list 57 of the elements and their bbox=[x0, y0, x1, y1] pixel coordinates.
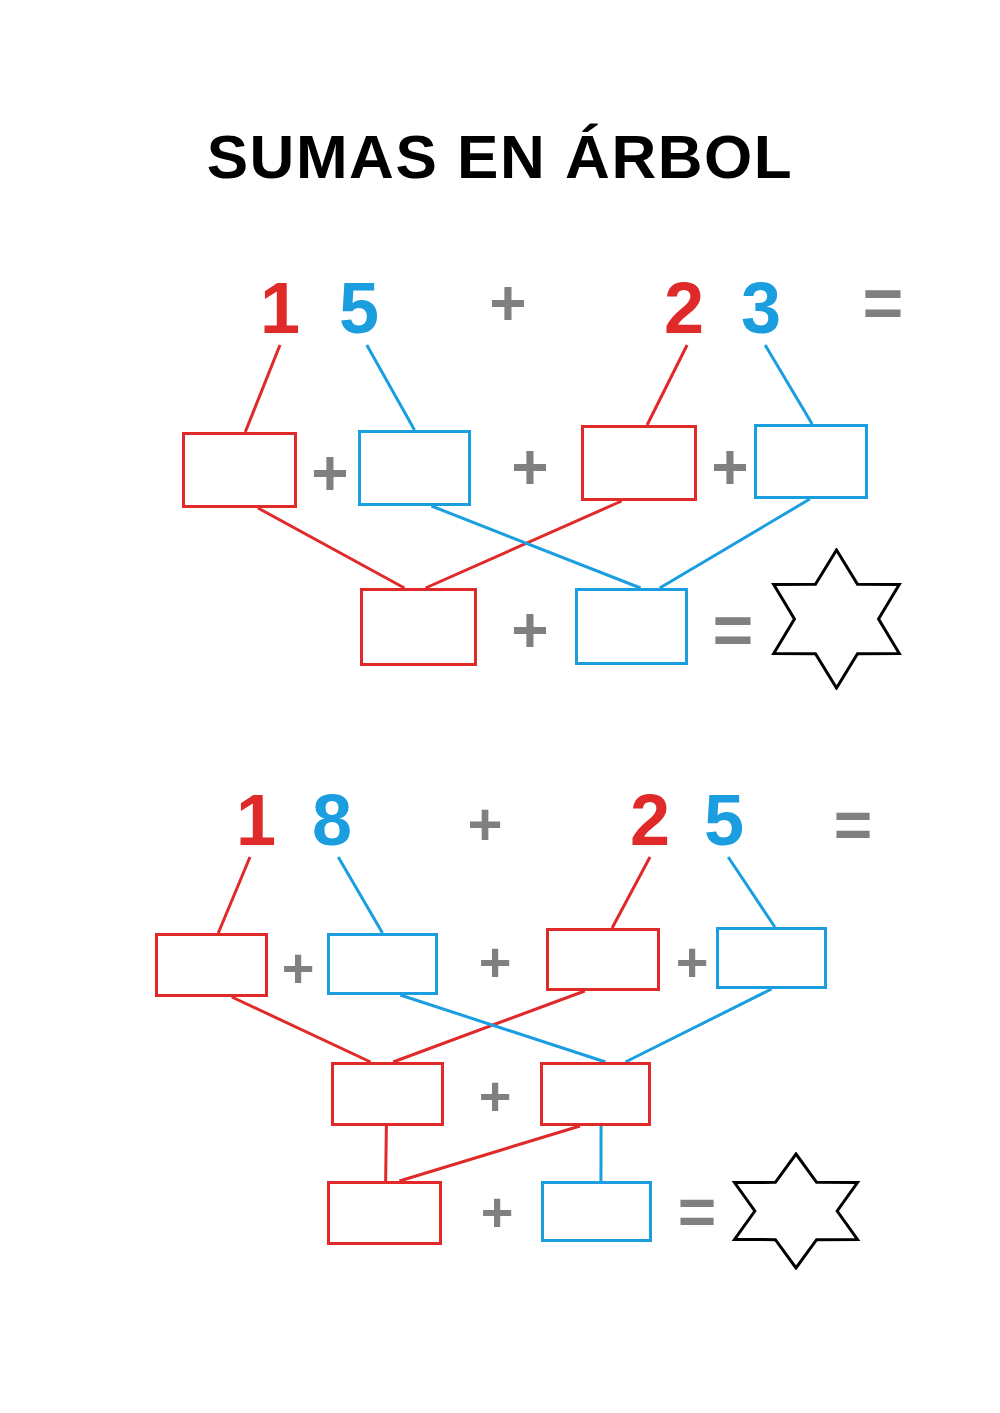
connector-line bbox=[430, 504, 642, 590]
math-sign: + bbox=[510, 435, 550, 499]
math-sign: + bbox=[477, 934, 513, 990]
connector-line bbox=[645, 344, 689, 426]
answer-box bbox=[581, 425, 697, 501]
connector-line bbox=[257, 506, 406, 590]
math-sign: + bbox=[488, 271, 528, 335]
title: SUMAS EN ÁRBOL bbox=[205, 122, 795, 192]
connector-line bbox=[384, 1125, 388, 1182]
connector-line bbox=[231, 995, 372, 1064]
math-sign: = bbox=[711, 595, 755, 665]
math-sign: + bbox=[479, 1184, 515, 1240]
connector-line bbox=[392, 989, 586, 1064]
answer-box bbox=[541, 1181, 652, 1242]
digit: 2 bbox=[624, 782, 676, 857]
connector-line bbox=[610, 856, 652, 929]
digit: 8 bbox=[306, 782, 358, 857]
connector-line bbox=[365, 344, 416, 431]
answer-box bbox=[331, 1062, 444, 1126]
digit: 1 bbox=[255, 270, 305, 345]
connector-line bbox=[399, 993, 606, 1064]
digit: 1 bbox=[231, 782, 281, 857]
answer-box bbox=[327, 933, 438, 995]
connector-line bbox=[599, 1126, 603, 1181]
answer-box bbox=[327, 1181, 442, 1245]
math-sign: + bbox=[477, 1068, 513, 1124]
digit: 2 bbox=[658, 270, 710, 345]
connector-line bbox=[726, 856, 777, 928]
connector-line bbox=[763, 344, 814, 425]
digit: 3 bbox=[735, 270, 787, 345]
math-sign: + bbox=[674, 934, 710, 990]
connector-line bbox=[659, 497, 811, 590]
digit: 5 bbox=[698, 782, 750, 857]
math-sign: + bbox=[280, 940, 316, 996]
answer-box bbox=[575, 588, 688, 665]
digit: 5 bbox=[333, 270, 385, 345]
math-sign: + bbox=[466, 795, 504, 855]
math-sign: + bbox=[510, 598, 550, 662]
connector-line bbox=[336, 856, 384, 934]
answer-box bbox=[540, 1062, 651, 1126]
answer-box bbox=[716, 927, 827, 989]
connector-line bbox=[243, 344, 282, 433]
answer-box bbox=[360, 588, 477, 666]
connector-line bbox=[624, 987, 773, 1064]
connector-line bbox=[424, 499, 623, 590]
answer-box bbox=[182, 432, 297, 508]
connector-line bbox=[399, 1124, 581, 1183]
answer-box bbox=[754, 424, 868, 499]
math-sign: + bbox=[710, 435, 750, 499]
math-sign: = bbox=[832, 792, 874, 858]
math-sign: = bbox=[861, 268, 905, 338]
answer-box bbox=[358, 430, 471, 506]
math-sign: = bbox=[676, 1179, 718, 1245]
connector-line bbox=[216, 856, 252, 934]
math-sign: + bbox=[310, 441, 350, 505]
answer-box bbox=[155, 933, 268, 997]
answer-box bbox=[546, 928, 660, 991]
